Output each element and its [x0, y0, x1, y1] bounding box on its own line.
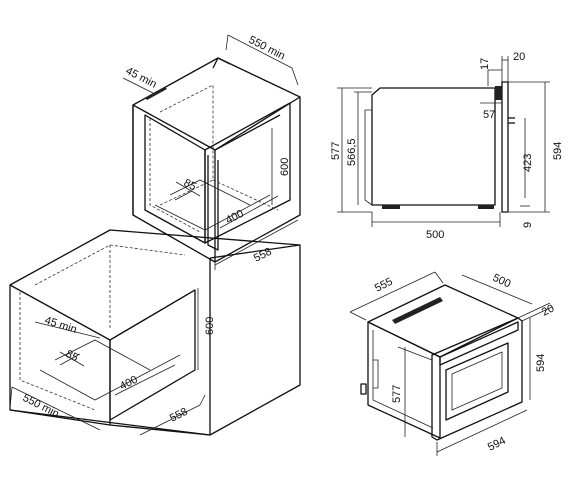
iso-height-label: 594 — [535, 354, 547, 372]
bottom-inner-depth-label: 400 — [118, 374, 140, 393]
bottom-height-label: 600 — [204, 317, 216, 335]
iso-side-face — [367, 321, 441, 439]
side-offset-top-label: 17 — [479, 58, 491, 70]
iso-width-label: 594 — [486, 435, 508, 454]
bottom-width-label: 558 — [168, 406, 190, 425]
iso-oven-view: 555 500 20 594 577 594 — [349, 271, 556, 456]
top-cabinet-opening — [144, 114, 206, 244]
iso-body-height-label: 577 — [391, 385, 403, 403]
top-cabinet: 550 min 45 min 600 85 400 558 — [122, 34, 301, 270]
side-panel-thickness-label: 20 — [513, 51, 525, 63]
side-front-height-label: 594 — [552, 142, 564, 160]
side-body-height-label: 566,5 — [346, 138, 358, 166]
iso-door-window — [445, 342, 509, 421]
side-offset-small-label: 57 — [483, 109, 495, 121]
iso-depth-label: 555 — [373, 276, 395, 295]
iso-top-face — [367, 284, 519, 358]
top-width-label: 558 — [252, 246, 274, 265]
bottom-depth-label: 550 min — [21, 392, 61, 420]
bottom-gap-label: 45 min — [43, 314, 78, 336]
side-view-body — [371, 87, 496, 206]
iso-top-vent — [392, 297, 443, 324]
iso-control-strip — [439, 321, 519, 366]
side-view: 577 566,5 594 423 9 500 20 17 57 — [330, 51, 564, 241]
iso-front-thickness-label: 20 — [540, 302, 556, 318]
iso-depth-rear-label: 500 — [491, 272, 513, 291]
top-depth-label: 550 min — [247, 34, 287, 62]
side-overall-height-label: 577 — [330, 142, 342, 160]
top-height-label: 600 — [279, 158, 291, 176]
top-vent-label: 85 — [182, 177, 198, 193]
bottom-cabinet-opening — [109, 289, 196, 421]
side-view-front-panel — [501, 81, 509, 213]
bottom-vent-label: 85 — [64, 348, 80, 364]
side-bottom-gap-label: 9 — [522, 222, 534, 228]
top-vent-slot — [145, 87, 167, 100]
top-depth-dim-line — [227, 34, 293, 69]
side-upper-height-label: 423 — [522, 154, 534, 172]
top-cabinet-outline — [132, 57, 301, 263]
side-depth-label: 500 — [426, 229, 444, 241]
